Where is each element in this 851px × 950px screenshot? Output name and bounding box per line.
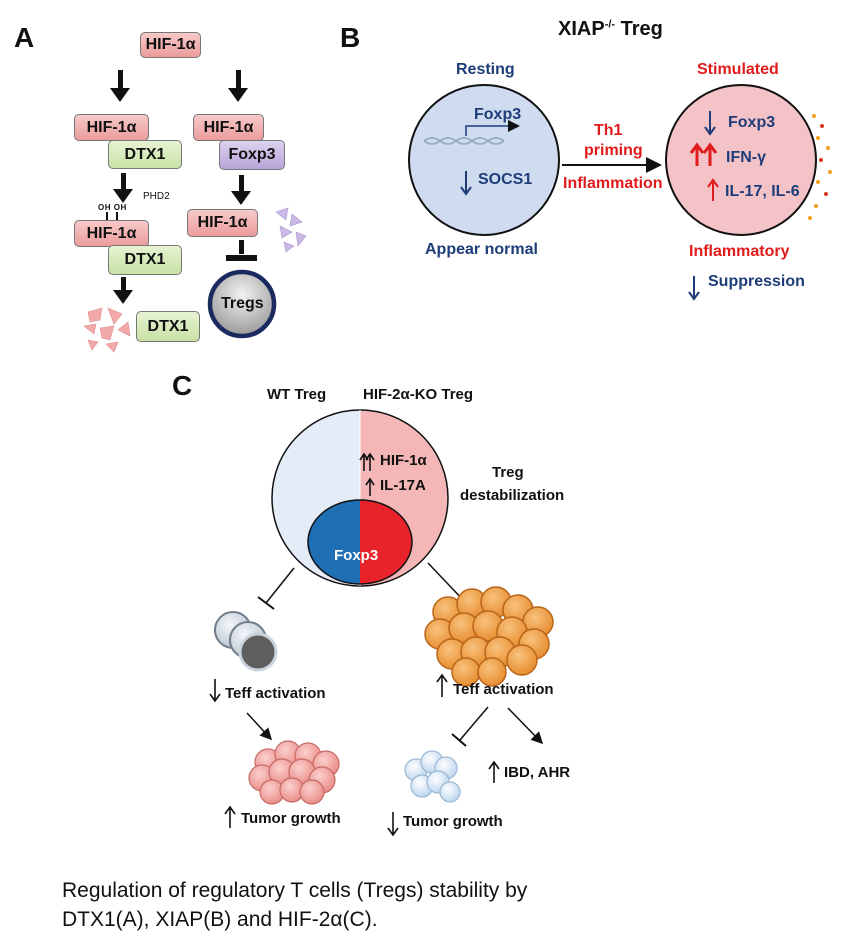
panel-a-arrows <box>110 70 257 304</box>
foxp3-core-label: Foxp3 <box>334 547 379 564</box>
tregs-cell <box>207 269 277 339</box>
il17a-up-label: IL-17A <box>380 477 426 494</box>
transcription-arrow <box>465 120 520 136</box>
panel-b-title-main: XIAP <box>558 18 605 40</box>
hif1a-box-top: HIF-1α <box>140 32 201 58</box>
priming-label: priming <box>584 142 643 159</box>
stimulated-cell <box>665 84 817 236</box>
appear-normal-label: Appear normal <box>425 241 538 258</box>
wt-treg-label: WT Treg <box>267 386 327 403</box>
th1-label: Th1 <box>594 122 623 139</box>
arrow-to-tumor-left <box>246 712 273 741</box>
tumor-cluster-growing <box>248 740 340 805</box>
foxp3-gene-label: Foxp3 <box>474 106 522 123</box>
panel-b-title: XIAP-/- Treg <box>558 18 663 41</box>
inflammatory-label: Inflammatory <box>689 243 790 260</box>
dna-helix-icon <box>423 137 505 145</box>
il17-il6-label: IL-17, IL-6 <box>725 183 800 200</box>
dtx1-box-left-3: DTX1 <box>136 311 200 342</box>
inhibit-line-left <box>265 567 295 604</box>
hif2a-ko-treg-label: HIF-2α-KO Treg <box>363 386 474 403</box>
activated-teff-cluster <box>424 586 554 687</box>
panel-c-letter: C <box>172 370 193 401</box>
teff-activation-down-label: Teff activation <box>225 685 326 702</box>
inflammation-label: Inflammation <box>563 175 663 192</box>
panel-b-direction-arrows <box>460 111 719 301</box>
suppression-label: Suppression <box>708 273 805 290</box>
panel-b-letter: B <box>340 22 361 53</box>
ifn-gamma-label: IFN-γ <box>726 149 766 166</box>
dtx1-box-left-2: DTX1 <box>108 245 182 275</box>
hif1a-box-left-2: HIF-1α <box>74 220 149 247</box>
dtx1-box-left-1: DTX1 <box>108 140 182 169</box>
socs1-label: SOCS1 <box>478 171 533 188</box>
tumor-cluster-small <box>404 750 461 803</box>
resting-cell <box>408 84 560 236</box>
foxp3-box-right: Foxp3 <box>219 140 285 170</box>
panel-b-title-sup: -/- <box>604 18 616 31</box>
hif1a-box-right-2: HIF-1α <box>187 209 258 237</box>
hif1a-up-label: HIF-1α <box>380 452 427 469</box>
degraded-hif1a-fragments <box>275 207 307 253</box>
quiescent-teff-cells <box>214 611 278 672</box>
figure-caption: Regulation of regulatory T cells (Tregs)… <box>62 876 527 934</box>
resting-label: Resting <box>456 61 515 78</box>
hif1a-box-right-1: HIF-1α <box>193 114 264 141</box>
panel-b-title-suffix: Treg <box>615 18 663 40</box>
hif1a-box-left-1: HIF-1α <box>74 114 149 141</box>
panel-a-letter: A <box>14 22 35 53</box>
tumor-growth-down-label: Tumor growth <box>403 813 503 830</box>
panel-c-direction-arrows <box>209 452 500 837</box>
stimulated-label: Stimulated <box>697 61 779 78</box>
phd2-label: PHD2 <box>143 191 170 202</box>
caption-line-2: DTX1(A), XIAP(B) and HIF-2α(C). <box>62 908 378 931</box>
treg-label: Treg <box>492 464 524 481</box>
caption-line-1: Regulation of regulatory T cells (Tregs)… <box>62 879 528 902</box>
degraded-dtx1-fragments <box>83 307 131 353</box>
stim-foxp3-label: Foxp3 <box>728 114 776 131</box>
tregs-label: Tregs <box>221 295 264 312</box>
secreted-cytokine-dots <box>808 114 832 220</box>
arrow-to-ibd <box>507 707 544 745</box>
oh-label: OH OH <box>98 203 127 212</box>
tumor-growth-up-label: Tumor growth <box>241 810 341 827</box>
destabilization-label: destabilization <box>460 487 565 504</box>
wt-vs-ko-treg-cell <box>271 409 449 587</box>
inhibit-line-tumor-right <box>459 706 489 741</box>
teff-activation-up-label: Teff activation <box>453 681 554 698</box>
ibd-ahr-label: IBD, AHR <box>504 764 571 781</box>
